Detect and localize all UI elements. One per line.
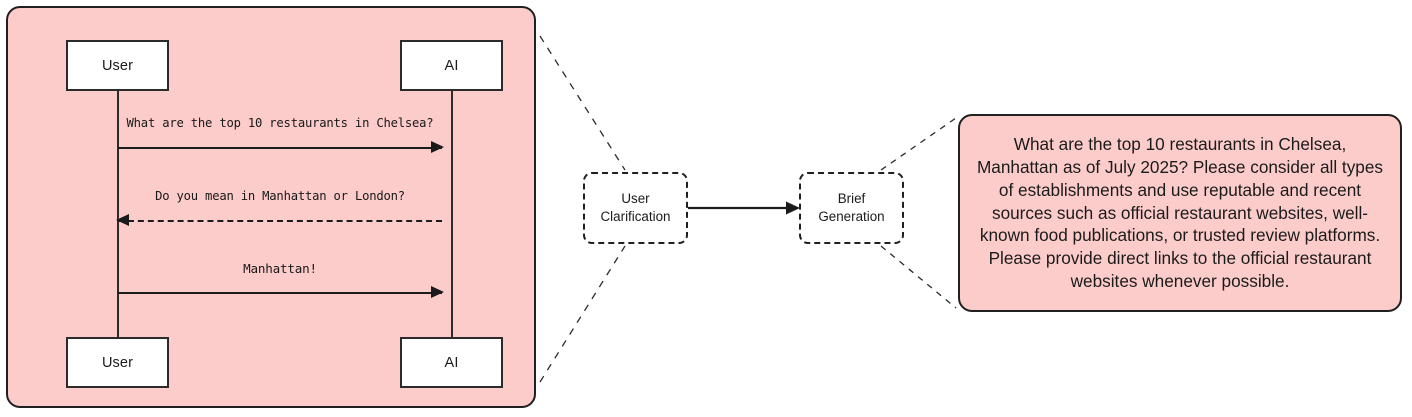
participant-user-top[interactable]: User (66, 40, 169, 91)
node-user-clarification-line1: User (621, 191, 650, 207)
sequence-message-3-line (118, 292, 442, 294)
callout-line-prompt-bottom (880, 245, 957, 309)
participant-ai-top-label: AI (444, 57, 459, 74)
arrowhead-right-icon (431, 141, 444, 153)
sequence-message-1-line (118, 147, 442, 149)
callout-line-panel-bottom (539, 245, 626, 383)
sequence-message-2-line (118, 220, 442, 222)
participant-ai-bottom[interactable]: AI (400, 337, 503, 388)
node-user-clarification-line2: Clarification (600, 209, 671, 224)
node-user-clarification[interactable]: User Clarification (583, 172, 688, 244)
sequence-message-1: What are the top 10 restaurants in Chels… (118, 116, 444, 162)
flow-edge-clarification-to-brief (686, 201, 800, 215)
participant-ai-top[interactable]: AI (400, 40, 503, 91)
callout-line-prompt-top (880, 117, 957, 171)
participant-ai-bottom-label: AI (444, 354, 459, 371)
participant-user-bottom-label: User (101, 354, 133, 371)
sequence-message-1-label: What are the top 10 restaurants in Chels… (126, 116, 434, 130)
lifeline-ai (450, 91, 453, 337)
prompt-callout-text: What are the top 10 restaurants in Chels… (976, 133, 1384, 292)
prompt-callout-box: What are the top 10 restaurants in Chels… (958, 114, 1402, 312)
sequence-message-3: Manhattan! (118, 261, 444, 307)
node-brief-generation-line1: Brief (837, 191, 866, 207)
sequence-diagram-panel: User AI What are the top 10 restaurants … (6, 6, 536, 408)
arrowhead-right-icon (431, 286, 444, 298)
node-brief-generation[interactable]: Brief Generation (799, 172, 904, 244)
node-brief-generation-line2: Generation (818, 209, 885, 224)
callout-line-panel-top (539, 35, 626, 171)
sequence-message-3-label: Manhattan! (243, 261, 317, 276)
participant-user-top-label: User (101, 57, 133, 74)
arrowhead-left-icon (116, 214, 129, 226)
sequence-message-2: Do you mean in Manhattan or London? (116, 189, 442, 235)
participant-user-bottom[interactable]: User (66, 337, 169, 388)
sequence-message-2-label: Do you mean in Manhattan or London? (155, 189, 405, 203)
